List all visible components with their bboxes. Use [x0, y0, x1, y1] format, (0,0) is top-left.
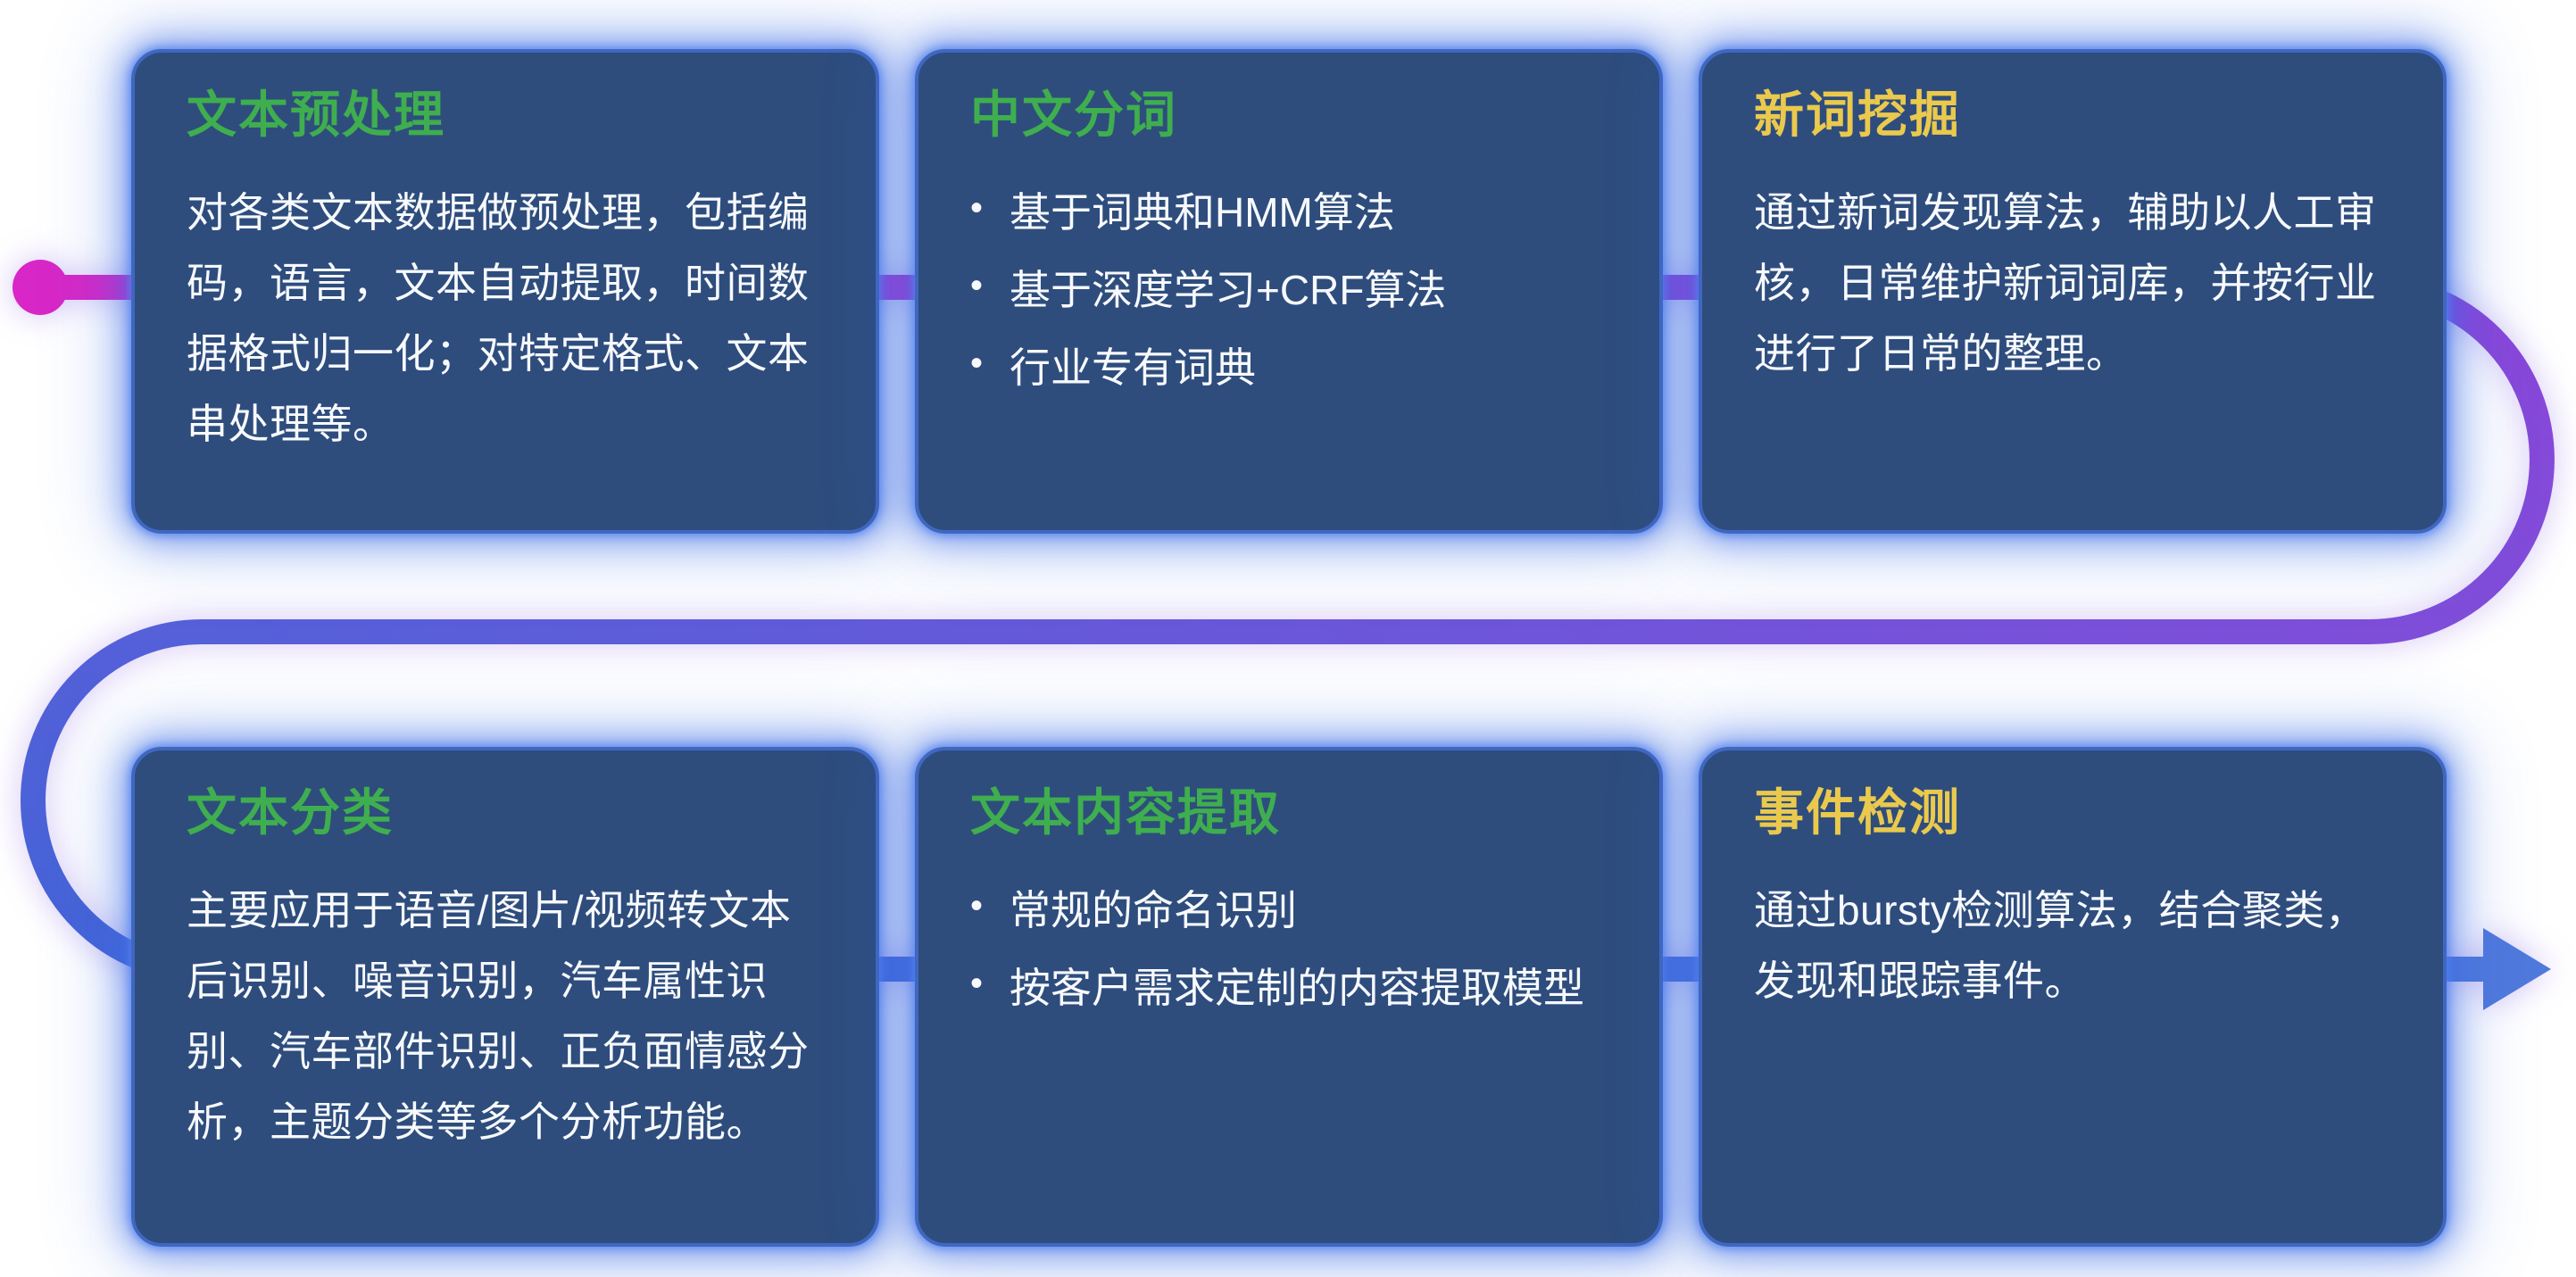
card-bullet-list: • 基于词典和HMM算法 • 基于深度学习+CRF算法 • 行业专有词典 [970, 178, 1608, 403]
card-body-text: 通过bursty检测算法，结合聚类，发现和跟踪事件。 [1754, 887, 2367, 1005]
card-title: 新词挖掘 [1754, 87, 1961, 143]
card-new-word-mining: 新词挖掘 通过新词发现算法，辅助以人工审核，日常维护新词词库，并按行业进行了日常… [1699, 49, 2447, 534]
bullet-icon: • [970, 344, 984, 384]
card-text-preprocessing: 文本预处理 对各类文本数据做预处理，包括编码，语言，文本自动提取，时间数据格式归… [131, 49, 879, 534]
card-title: 文本内容提取 [970, 784, 1281, 841]
bullet-icon: • [970, 964, 984, 1004]
bullet-text: 基于深度学习+CRF算法 [1010, 267, 1447, 314]
bullet-text: 行业专有词典 [1010, 344, 1257, 392]
card-chinese-word-segmentation: 中文分词 • 基于词典和HMM算法 • 基于深度学习+CRF算法 • 行业专有词… [915, 49, 1663, 534]
card-bullet-item: • 常规的命名识别 [970, 875, 1608, 946]
bullet-text: 常规的命名识别 [1010, 887, 1298, 933]
card-text-content-extraction: 文本内容提取 • 常规的命名识别 • 按客户需求定制的内容提取模型 [915, 747, 1663, 1247]
card-title: 中文分词 [970, 87, 1177, 143]
bullet-icon: • [970, 188, 984, 228]
card-bullet-list: • 常规的命名识别 • 按客户需求定制的内容提取模型 [970, 875, 1608, 1024]
card-text-classification: 文本分类 主要应用于语音/图片/视频转文本后识别、噪音识别，汽车属性识别、汽车部… [131, 747, 879, 1247]
card-body-text: 通过新词发现算法，辅助以人工审核，日常维护新词词库，并按行业进行了日常的整理。 [1754, 189, 2377, 377]
card-title: 文本预处理 [187, 87, 445, 143]
flow-curve-left [21, 619, 203, 982]
bullet-text: 基于词典和HMM算法 [1010, 189, 1395, 236]
bullet-icon: • [970, 266, 984, 306]
card-bullet-item: • 基于词典和HMM算法 [970, 178, 1608, 248]
card-event-detection: 事件检测 通过bursty检测算法，结合聚类，发现和跟踪事件。 [1699, 747, 2447, 1247]
card-title: 事件检测 [1754, 784, 1961, 841]
card-body-text: 主要应用于语音/图片/视频转文本后识别、噪音识别，汽车属性识别、汽车部件识别、正… [187, 887, 810, 1146]
card-bullet-item: • 按客户需求定制的内容提取模型 [970, 953, 1608, 1024]
card-bullet-item: • 行业专有词典 [970, 333, 1608, 403]
bullet-text: 按客户需求定制的内容提取模型 [1010, 965, 1585, 1012]
bullet-icon: • [970, 886, 984, 925]
card-title: 文本分类 [187, 784, 394, 841]
flow-arrow-icon [2483, 928, 2551, 1010]
card-bullet-item: • 基于深度学习+CRF算法 [970, 255, 1608, 326]
flow-start-dot [12, 260, 68, 315]
flow-curve-right [2369, 275, 2555, 644]
card-body-text: 对各类文本数据做预处理，包括编码，语言，文本自动提取，时间数据格式归一化；对特定… [187, 189, 810, 448]
